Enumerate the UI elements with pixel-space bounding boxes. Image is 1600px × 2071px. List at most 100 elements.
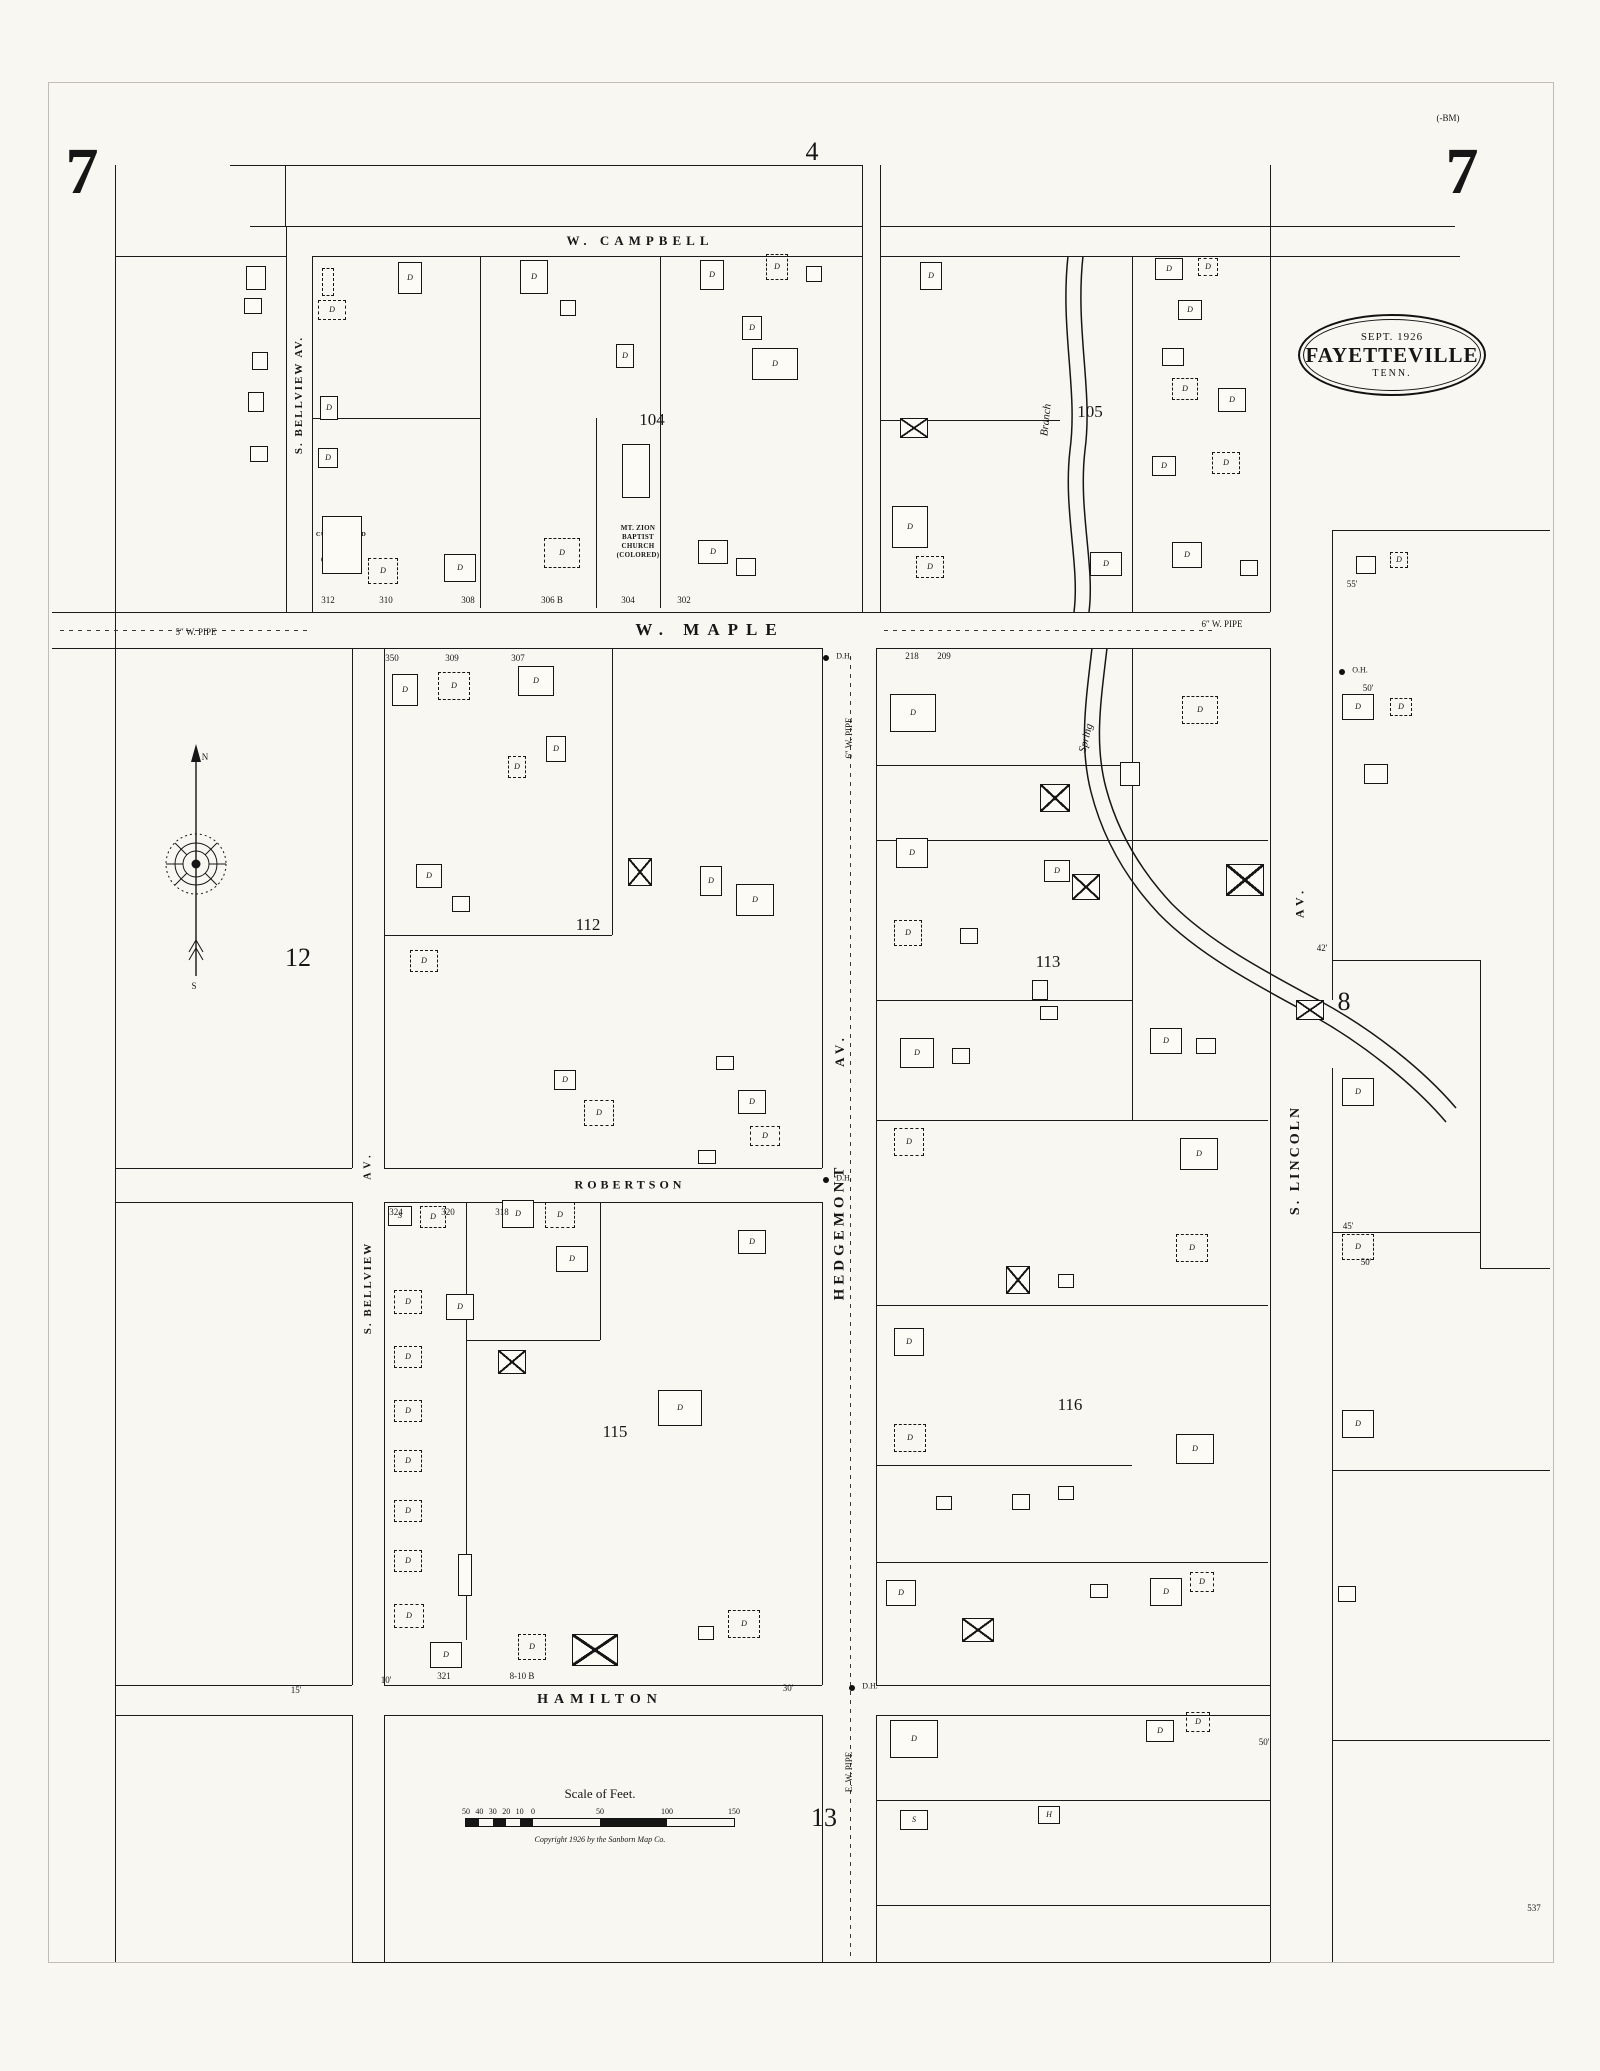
map-line [876,648,877,1685]
map-annotation: 42' [1316,943,1328,953]
map-annotation: 310 [379,595,393,605]
building [1058,1486,1074,1500]
map-line [876,1685,1270,1686]
building: D [1150,1028,1182,1054]
map-line [876,1305,1268,1306]
building: D [410,950,438,972]
map-line [876,1120,1268,1121]
building-outbuilding [1006,1266,1030,1294]
building [806,266,822,282]
block-number-105: 105 [1077,402,1103,421]
scale-segment [492,1819,507,1826]
building: D [430,1642,462,1668]
scale-segment [506,1819,519,1826]
map-annotation: 10' [380,1675,392,1685]
scale-tick: 40 [475,1807,484,1816]
building: D [890,694,936,732]
building: D [886,1580,916,1606]
building: D [738,1230,766,1254]
building: D [508,756,526,778]
building [1040,1006,1058,1020]
map-annotation: 318 [495,1207,509,1217]
building: D [1180,1138,1218,1170]
building: D [752,348,798,380]
building: D [584,1100,614,1126]
map-line [822,648,823,1168]
map-line [1132,648,1133,1120]
building: D [1176,1234,1208,1262]
map-line [384,1168,822,1169]
street-label-w-maple: W. MAPLE [635,620,785,639]
map-line [115,1202,352,1203]
creek-branch-west-bank [1065,255,1077,613]
building: D [318,448,338,468]
building: D [518,1634,546,1660]
building-outbuilding [498,1350,526,1374]
building: S [388,1206,412,1226]
building: D [700,260,724,290]
map-annotation: N [201,752,209,762]
water-pipe-line [884,630,1214,631]
building: D [1212,452,1240,474]
building: D [894,1424,926,1452]
map-line [230,165,862,166]
building: D [700,866,722,896]
building [1058,1274,1074,1288]
stamp-date: SEPT. 1926 [1360,331,1424,343]
scale-segment [479,1819,492,1826]
map-line [596,418,597,608]
building [246,266,266,290]
map-annotation: S [191,981,197,991]
building: H [1038,1806,1060,1824]
building: D [738,1090,766,1114]
map-annotation: E. W. PIPE [844,1751,854,1793]
street-label-hedgemont-av: AV. [832,1033,847,1067]
map-line [1480,1268,1550,1269]
building [244,298,262,314]
map-line [876,1800,1270,1801]
stamp-city: FAYETTEVILLE [1305,343,1479,367]
building: D [766,254,788,280]
title-stamp: SEPT. 1926 FAYETTEVILLE TENN. [1298,314,1486,396]
scale-tick: 20 [502,1807,511,1816]
map-line [384,1202,385,1685]
map-annotation: 320 [441,1207,455,1217]
map-line [1332,1470,1550,1471]
building: D [1390,698,1412,716]
map-line [1332,1068,1333,1962]
building: D [520,260,548,294]
hydrant-label: D.H. [836,651,852,661]
map-line [115,1685,352,1686]
building: D [320,396,338,420]
building: D [1146,1720,1174,1742]
map-line [876,1465,1132,1466]
building-outbuilding [1040,784,1070,812]
scale-segment [466,1819,480,1826]
map-annotation: 6″ W. PIPE [1201,619,1243,629]
adjacent-sheet-west: 12 [285,943,311,972]
building [1196,1038,1216,1054]
map-annotation: 302 [677,595,691,605]
map-line [1332,1740,1550,1741]
street-label-hedgemont: HEDGEMONT [831,1163,848,1301]
building: D [1044,860,1070,882]
building: D [420,1206,446,1228]
building: D [554,1070,576,1090]
street-label-s-bellview-south: S. BELLVIEW [362,1241,374,1335]
map-line [115,256,286,257]
hydrant-label: O.H. [1352,665,1368,675]
sheet-number-left: 7 [65,135,99,208]
plate-number: 537 [1527,1903,1541,1913]
building [1120,762,1140,786]
building: S [900,1810,928,1830]
map-line [876,1562,1268,1563]
map-line [876,648,1270,649]
map-line [312,256,862,257]
building [1240,560,1258,576]
building: D [1155,258,1183,280]
building [458,1554,472,1596]
hydrant-dot [823,655,829,661]
map-line [876,840,1268,841]
